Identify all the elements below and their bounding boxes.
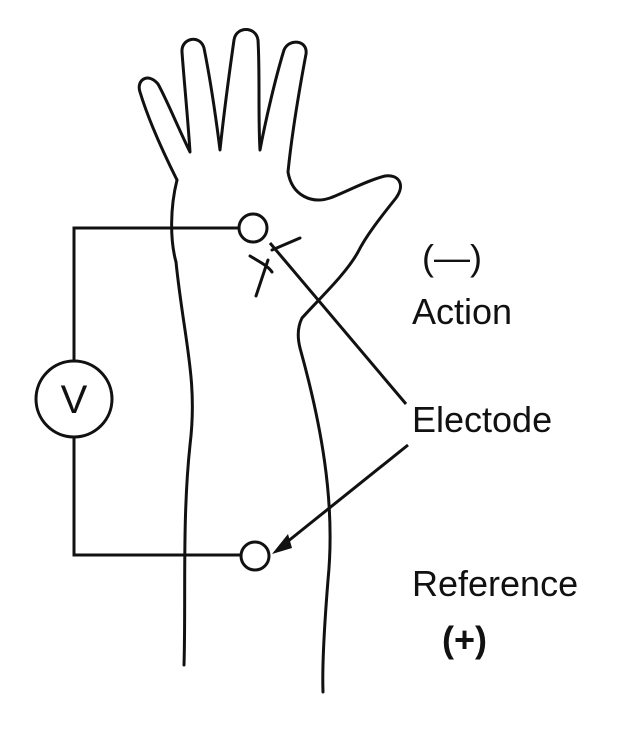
action-electrode (237, 212, 269, 244)
pointer-line-reference (281, 443, 409, 548)
reference-electrode (239, 540, 271, 572)
reference-label: Reference (412, 563, 579, 604)
circuit-wire (72, 226, 240, 557)
pointer-line-action (268, 242, 408, 405)
voltmeter-circle (34, 359, 114, 439)
hand-outline (137, 28, 402, 350)
forearm-right-edge (298, 346, 332, 694)
action-label: Action (412, 291, 513, 332)
arrowhead-reference (272, 534, 292, 554)
action-sign-label: (—) (422, 237, 482, 278)
palm-left-edge (170, 178, 179, 264)
forearm-left-edge (174, 260, 194, 667)
electrode-label: Electode (412, 399, 553, 440)
reference-sign-label: (+) (442, 619, 487, 660)
voltmeter-symbol: V (61, 378, 88, 422)
palm-crease-lines (248, 236, 302, 298)
